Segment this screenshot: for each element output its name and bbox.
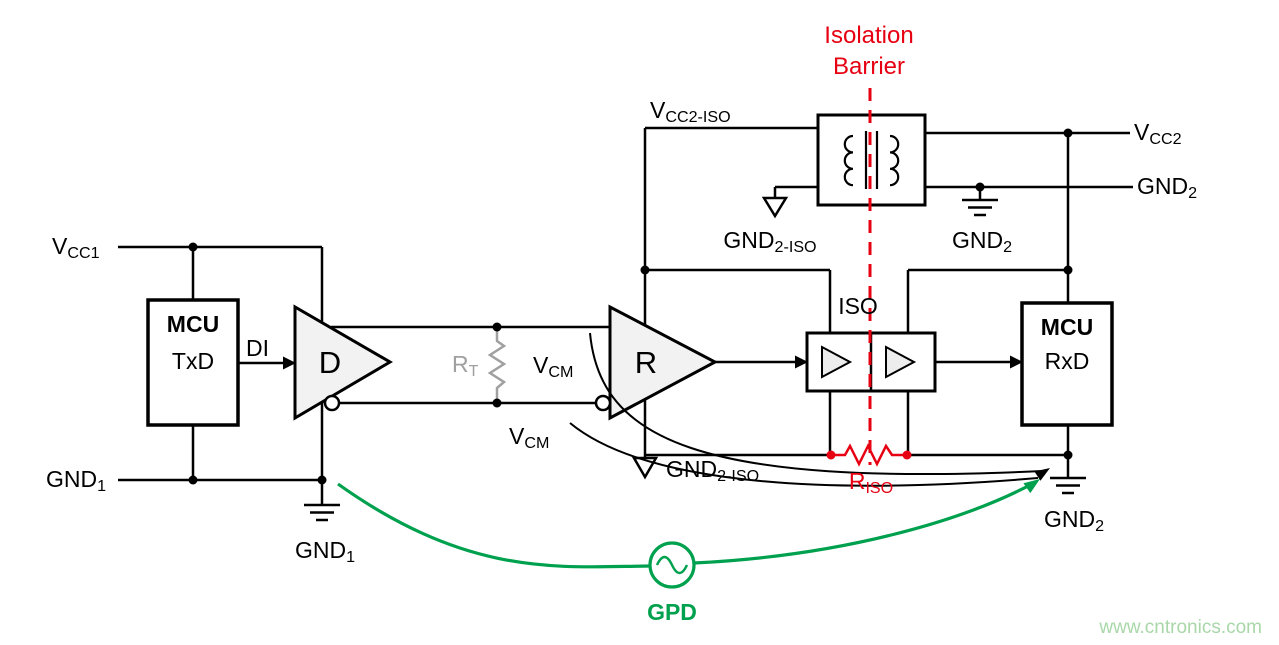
gnd2-iso-supply-ground-icon (761, 196, 789, 219)
vcm-upper-label: VCM (533, 352, 574, 382)
receiver-invert-bubble (594, 394, 612, 412)
gnd1-rail-label: GND1 (46, 466, 107, 496)
mcu-left-title: MCU (166, 311, 220, 337)
gnd2-bottom-ground-icon (1050, 476, 1086, 495)
vcm-coupling-curves (569, 332, 1043, 487)
mcu-right-box (1020, 301, 1114, 427)
gnd2-supply-ground-icon (962, 198, 998, 217)
gpd-path (337, 482, 1033, 589)
mcu-right-pin-rxd: RxD (1044, 348, 1090, 374)
mcu-right-title: MCU (1040, 314, 1094, 340)
watermark: www.cntronics.com (1099, 617, 1262, 638)
isolation-barrier-label: Isolation Barrier (824, 22, 914, 81)
rxd-arrowhead (1010, 355, 1023, 369)
vcc2-label: VCC2 (1134, 119, 1182, 149)
iso-input-arrowhead (795, 355, 808, 369)
receiver-letter: R (634, 345, 658, 380)
gnd2-rail-label: GND2 (1137, 173, 1198, 203)
di-label: DI (246, 335, 269, 361)
riso-junction-dot-right (902, 450, 912, 460)
signal-arrowheads (283, 355, 1023, 370)
riso-label: RISO (848, 468, 894, 498)
junction-dots (188, 128, 1073, 485)
vcm-lower-label: VCM (509, 423, 550, 453)
iso-label: ISO (838, 293, 878, 319)
gnd2-supply-label: GND2 (951, 227, 1013, 257)
gpd-arrowhead (1023, 479, 1040, 494)
gnd2-bottom-label: GND2 (1043, 506, 1105, 536)
di-arrowhead (283, 356, 296, 370)
rt-resistor (487, 327, 507, 403)
vcc1-label: VCC1 (52, 233, 100, 263)
driver-invert-bubble (323, 394, 341, 412)
riso-resistor (832, 443, 906, 467)
gnd1-ground-icon (304, 503, 340, 522)
gnd2-iso-supply-label: GND2-ISO (723, 227, 817, 257)
rt-label: RT (452, 351, 479, 381)
driver-letter: D (318, 345, 342, 380)
gpd-label: GPD (647, 599, 697, 625)
gnd1-symbol-label: GND1 (294, 537, 356, 567)
receiver-triangle (608, 304, 719, 421)
vcc2-iso-label: VCC2-ISO (650, 97, 731, 127)
gpd-sine-icon (655, 555, 689, 575)
mcu-left-pin-txd: TxD (171, 348, 215, 374)
mcu-left-box (146, 298, 240, 427)
riso-junction-dot-left (826, 450, 836, 460)
gnd2-iso-bottom-label: GND2-ISO (666, 456, 760, 486)
vcm-arrowhead (1034, 468, 1050, 481)
